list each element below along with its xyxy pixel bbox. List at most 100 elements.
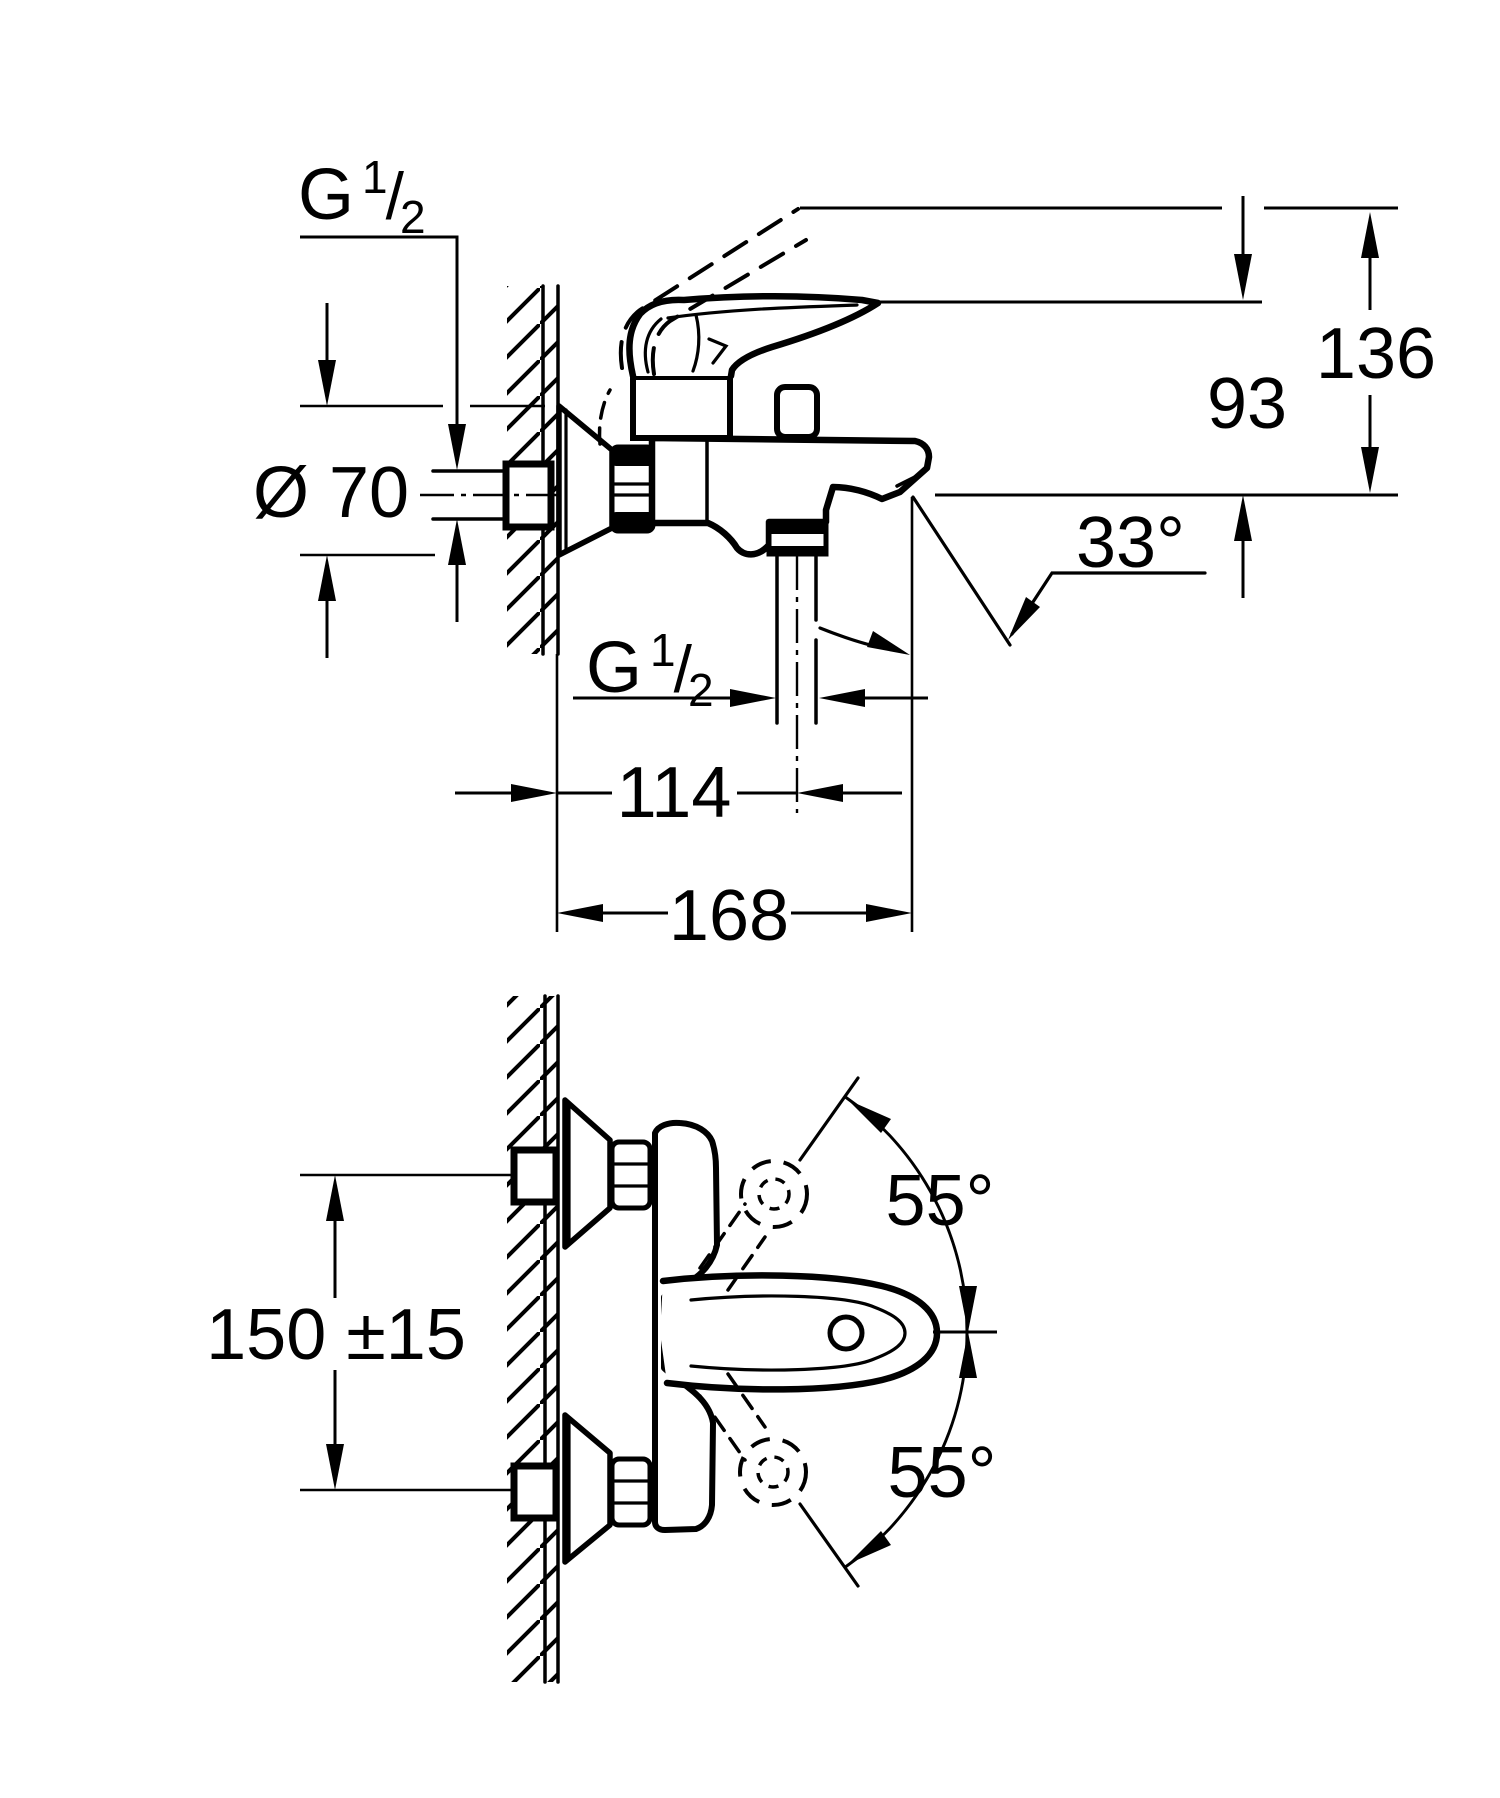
- dim114-arrow-left: [511, 784, 557, 802]
- swing-arrow-upper-end: [848, 1100, 891, 1133]
- dia70-arrow-down: [318, 360, 336, 406]
- dim136-arrow-down: [1361, 447, 1379, 493]
- rotated-nose-upper: [739, 1159, 809, 1229]
- union-nut: [609, 444, 656, 534]
- union-nut-upper: [609, 1139, 653, 1211]
- dim136-label: 136: [1316, 314, 1436, 394]
- wall-union-nut-lower: [510, 1462, 560, 1522]
- dim168-label: 168: [669, 876, 789, 956]
- diverter-knob: [774, 384, 820, 440]
- rotated-hole-upper: [757, 1177, 791, 1211]
- swivel-arrow: [818, 626, 910, 655]
- body-spout-outline: [648, 434, 933, 558]
- dim114-arrow-right: [797, 784, 843, 802]
- rotated-edge-lower-a: [698, 1394, 747, 1462]
- wall-union-nut-upper: [510, 1146, 560, 1206]
- rotated-edge-upper-b: [726, 1235, 767, 1292]
- rotated-hole-lower: [756, 1455, 790, 1489]
- rotated-edge-upper-a: [698, 1202, 747, 1270]
- handle-swing-arc: [597, 388, 612, 446]
- handle-front-inner: [689, 1294, 907, 1372]
- rotated-nose-lower: [738, 1437, 808, 1507]
- angle33-arrow: [1008, 597, 1040, 640]
- dim-33deg: 33°: [911, 495, 1207, 647]
- dim93-label: 93: [1207, 364, 1287, 444]
- supply-thread-leader: [300, 235, 459, 428]
- rotated-edge-lower-b: [726, 1372, 767, 1429]
- faucet-body: [648, 434, 933, 558]
- union-nut-band-top: [612, 447, 653, 466]
- dim-handle-swing: 55° 55°: [798, 1076, 997, 1588]
- handle-open-edge-a: [618, 207, 800, 370]
- handle-hole: [827, 1314, 865, 1352]
- dim150-arrow-up: [326, 1175, 344, 1221]
- dim136-arrow-up: [1361, 212, 1379, 258]
- dim-150: 150 ±15: [206, 1175, 466, 1490]
- dim93-arrow-up: [1234, 495, 1252, 541]
- swing-radial-upper: [798, 1076, 860, 1162]
- escutcheons-front: [562, 1097, 613, 1565]
- swivel-arrow-curve: [818, 626, 876, 648]
- stream-angle-ray: [911, 495, 1012, 647]
- dim-93: 93: [1207, 196, 1287, 598]
- swing-arc: [843, 1094, 969, 1570]
- supply-thread-arrow-down: [448, 424, 466, 470]
- union-nuts-front: [609, 1139, 653, 1528]
- union-nut-band-bottom: [612, 512, 653, 531]
- dim-168: 168: [557, 876, 912, 956]
- hose-thread-arrow-right: [730, 689, 776, 707]
- wall-section-front: [507, 994, 560, 1684]
- dim-136: 136: [1316, 212, 1436, 493]
- angle33-label: 33°: [1076, 503, 1185, 583]
- supply-thread-arrow-up: [448, 519, 466, 565]
- swing-radial-lower: [798, 1502, 860, 1588]
- handle-open-position: [597, 207, 808, 446]
- front-view: 55° 55° 150 ±15: [206, 994, 997, 1684]
- escutcheon: [556, 403, 615, 558]
- handle-rotated-positions: [698, 1159, 809, 1507]
- reference-lines: [800, 206, 1398, 932]
- swing-arrow-vertex-up: [959, 1332, 977, 1378]
- swing-down-label: 55°: [888, 1433, 997, 1513]
- dia70-label: Ø 70: [253, 453, 409, 533]
- dim-escutcheon-diameter: Ø 70: [253, 303, 545, 658]
- escutcheon-lower: [562, 1412, 613, 1565]
- handle-open-edge-b: [650, 238, 808, 376]
- supply-connections-front: [300, 1146, 560, 1522]
- handle-crease-2: [707, 337, 729, 365]
- wall-section: [507, 284, 560, 932]
- aerator-line: [895, 472, 923, 488]
- dim-114: 114: [455, 753, 902, 833]
- side-view: G1/2 Ø 70 93: [253, 151, 1436, 956]
- handle-crease-1: [691, 313, 701, 373]
- swivel-arrow-head: [867, 631, 910, 655]
- lever-handle: [626, 293, 882, 380]
- cartridge-base: [630, 374, 733, 441]
- hose-outlet: [766, 519, 829, 813]
- escutcheon-upper: [562, 1097, 613, 1250]
- swing-arrow-lower-end: [848, 1531, 891, 1564]
- dim114-label: 114: [617, 753, 732, 833]
- handle-inner-top: [666, 303, 859, 320]
- dim168-arrow-left: [557, 904, 603, 922]
- dim93-arrow-down: [1234, 254, 1252, 300]
- handle-inner-knuckle: [643, 317, 663, 374]
- hose-thread-arrow-left: [819, 689, 865, 707]
- wall-hatch-front: [507, 996, 558, 1682]
- handle-outline: [626, 293, 882, 380]
- dim150-label: 150 ±15: [206, 1295, 466, 1375]
- union-nut-lower: [609, 1456, 653, 1528]
- hose-flange-band-top: [769, 522, 826, 534]
- hose-flange-band-bottom: [769, 546, 826, 554]
- dia70-arrow-up: [318, 555, 336, 601]
- dim168-arrow-right: [866, 904, 912, 922]
- dim150-arrow-down: [326, 1444, 344, 1490]
- swing-up-label: 55°: [886, 1161, 995, 1241]
- lever-handle-front: [659, 1272, 941, 1393]
